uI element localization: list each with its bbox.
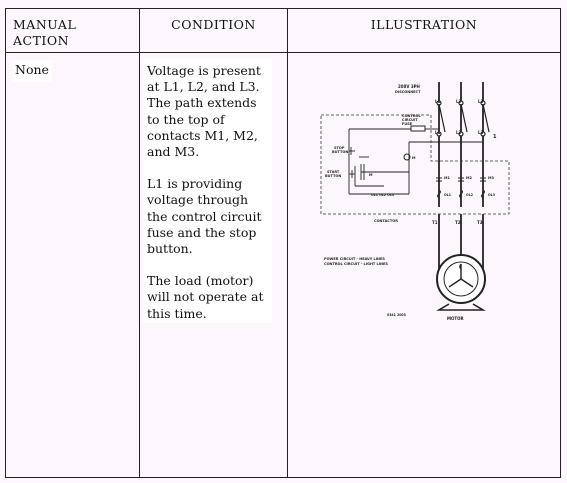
disconnect-switches — [436, 100, 490, 137]
main-contacts — [436, 177, 486, 182]
header-condition: CONDITION — [171, 17, 256, 32]
line-label-l3: L3 — [478, 99, 484, 104]
contact-label-m2: M2 — [466, 176, 472, 180]
line-label-l2: L2 — [456, 99, 462, 104]
manual-action-cell: None — [12, 60, 52, 82]
stop-label-2: BUTTON — [332, 150, 348, 154]
column-divider-1 — [139, 9, 140, 477]
header-manual-action: MANUAL ACTION — [13, 17, 77, 48]
fuse-label-3: FUSE — [402, 122, 413, 126]
coil-label: M — [412, 156, 416, 160]
start-button-symbol — [349, 170, 355, 178]
line-label-l3-lower: L3 — [478, 130, 484, 135]
stop-button-symbol — [349, 147, 355, 155]
condition-cell: Voltage is present at L1, L2, and L3. Th… — [143, 59, 272, 323]
terminal-label-t1: T1 — [432, 220, 438, 225]
control-lines — [348, 128, 483, 195]
motor-label: MOTOR — [447, 316, 464, 321]
start-label-1: START — [327, 170, 340, 174]
overload-label-1: OL1 — [444, 193, 451, 197]
coil-symbol — [403, 153, 411, 161]
contactor-label: CONTACTOR — [374, 219, 398, 223]
overload-label-2: OL2 — [466, 193, 473, 197]
stop-label-1: STOP — [334, 146, 345, 150]
motor-control-diagram: 208V 3PH DISCONNECT — [320, 82, 510, 321]
legend-control: CONTROL CIRCUIT - LIGHT LINES — [324, 262, 388, 266]
overload-label-3: OL3 — [488, 193, 495, 197]
fuse-symbol — [410, 125, 426, 132]
aux-contact — [360, 164, 365, 180]
terminal-label-t3: T3 — [477, 220, 483, 225]
disconnect-label-2: DISCONNECT — [395, 90, 421, 94]
condition-paragraph-1: Voltage is present at L1, L2, and L3. Th… — [147, 63, 261, 160]
contact-label-m1: M1 — [444, 176, 450, 180]
contact-label-m3: M3 — [488, 176, 494, 180]
motor-symbol — [436, 254, 486, 311]
figure-id: 0341 2003 — [387, 313, 406, 317]
terminal-label-t2: T2 — [455, 220, 461, 225]
fuse-label-2: CIRCUIT — [402, 118, 418, 122]
disconnect-label-1: 208V 3PH — [398, 84, 420, 89]
ol-contacts-label: OL1 OL2 OL3 — [371, 193, 394, 197]
legend-power: POWER CIRCUIT - HEAVY LINES — [324, 257, 385, 261]
condition-paragraph-2: L1 is providing voltage through the cont… — [147, 176, 262, 257]
line-label-l2-lower: L2 — [456, 130, 462, 135]
line-label-l1: L1 — [435, 99, 441, 104]
overload-heaters — [437, 189, 485, 199]
header-divider — [6, 52, 560, 53]
manual-action-value: None — [15, 62, 49, 77]
marker-label: 1 — [493, 134, 497, 140]
condition-paragraph-3: The load (motor) will not operate at thi… — [147, 273, 264, 321]
fuse-label-1: CONTROL — [402, 114, 422, 118]
aux-contact-label: M — [369, 173, 373, 177]
start-label-2: BUTTON — [325, 174, 341, 178]
action-table: MANUAL ACTION CONDITION ILLUSTRATION Non… — [5, 8, 561, 478]
illustration-cell: 208V 3PH DISCONNECT — [289, 54, 559, 477]
column-divider-2 — [287, 9, 288, 477]
contactor-boundary — [320, 114, 510, 215]
line-label-l1-lower: L1 — [435, 130, 441, 135]
header-illustration: ILLUSTRATION — [370, 17, 478, 32]
